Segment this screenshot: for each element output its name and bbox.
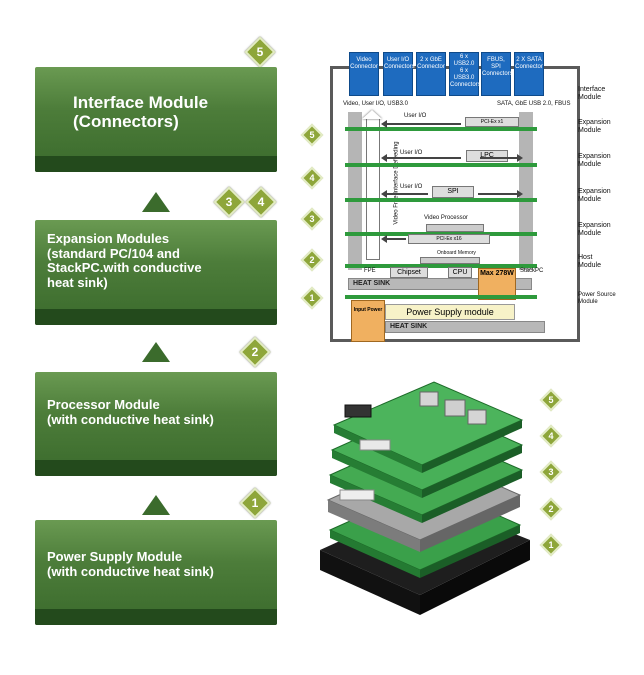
video-processor-chip <box>426 224 484 232</box>
top-connectors <box>339 391 487 501</box>
lpc-chip: LPC <box>466 150 508 162</box>
up-arrow-icon <box>362 110 382 119</box>
cpu-chip: CPU <box>448 267 472 278</box>
bottom-heat-sink: HEAT SINK <box>385 321 545 333</box>
up-arrow-icon <box>142 192 170 212</box>
expansion-modules-box: Expansion Modules (standard PC/104 and S… <box>35 220 277 325</box>
chipset-chip: Chipset <box>390 267 428 278</box>
left-arrow-icon <box>381 154 461 162</box>
level-2-badge: 2 <box>539 497 563 521</box>
level-2-badge: 2 <box>239 336 271 368</box>
right-arrow-icon <box>478 193 518 195</box>
stackpc-label: StackPC <box>520 268 544 274</box>
spi-chip: SPI <box>432 186 474 198</box>
pcie-x1-chip: PCI-Ex x1 <box>465 117 519 127</box>
user-io-label: User I/O <box>400 150 423 156</box>
level-4-badge: 4 <box>300 166 324 190</box>
video-channel <box>366 118 380 260</box>
up-arrow-icon <box>142 495 170 515</box>
level-5-badge: 5 <box>244 36 276 68</box>
input-power-block: Input Power <box>351 300 385 342</box>
board-5 <box>345 127 537 131</box>
user-io-label: User I/O <box>400 184 423 190</box>
power-supply-module-box: Power Supply Module (with conductive hea… <box>35 520 277 625</box>
right-top-signals: SATA, GbE USB 2.0, FBUS <box>497 101 571 107</box>
expansion-modules-label: Expansion Modules (standard PC/104 and S… <box>47 231 202 290</box>
right-arrow-icon <box>480 157 518 159</box>
pcie-x16-chip: PCI-Ex x16 <box>408 234 490 244</box>
interface-module-label: Interface Module (Connectors) <box>73 93 209 132</box>
level-1-badge: 1 <box>300 286 324 310</box>
up-arrow-icon <box>142 342 170 362</box>
left-arrow-icon <box>381 235 406 243</box>
video-processor-label: Video Processor <box>424 215 468 221</box>
board-1 <box>345 264 537 268</box>
board-4 <box>345 163 537 167</box>
power-bar-max: Max 278W <box>478 268 516 300</box>
processor-module-box: Processor Module (with conductive heat s… <box>35 372 277 476</box>
onboard-memory-label: Onboard Memory <box>437 250 476 256</box>
level-5-badge: 5 <box>300 123 324 147</box>
level-2-badge: 2 <box>300 248 324 272</box>
power-supply-module-label: Power Supply Module (with conductive hea… <box>47 549 214 579</box>
power-board <box>345 295 537 299</box>
onboard-memory-chip <box>420 257 480 264</box>
fpe-label: FPE <box>364 268 376 274</box>
level-4-badge: 4 <box>245 186 277 218</box>
level-4-badge: 4 <box>539 424 563 448</box>
left-top-signals: Video, User I/O, USB3.0 <box>343 101 408 107</box>
processor-module-label: Processor Module (with conductive heat s… <box>47 397 214 427</box>
board-stack <box>326 381 524 578</box>
right-bus-column <box>519 112 533 270</box>
power-supply-block: Power Supply module <box>385 304 515 320</box>
level-3-badge: 3 <box>213 186 245 218</box>
stack-photo <box>320 381 530 615</box>
board-3 <box>345 198 537 202</box>
level-3-badge: 3 <box>539 460 563 484</box>
left-arrow-icon <box>381 190 428 198</box>
interface-module-box: Interface Module (Connectors) <box>35 67 277 172</box>
level-3-badge: 3 <box>300 207 324 231</box>
level-5-badge: 5 <box>539 388 563 412</box>
level-1-badge: 1 <box>239 487 271 519</box>
vertical-channel-label: Video Free Interface Defeeding <box>393 141 400 225</box>
left-arrow-icon <box>381 120 461 128</box>
left-bus-column <box>348 112 362 270</box>
level-1-badge: 1 <box>539 533 563 557</box>
user-io-label: User I/O <box>404 113 427 119</box>
